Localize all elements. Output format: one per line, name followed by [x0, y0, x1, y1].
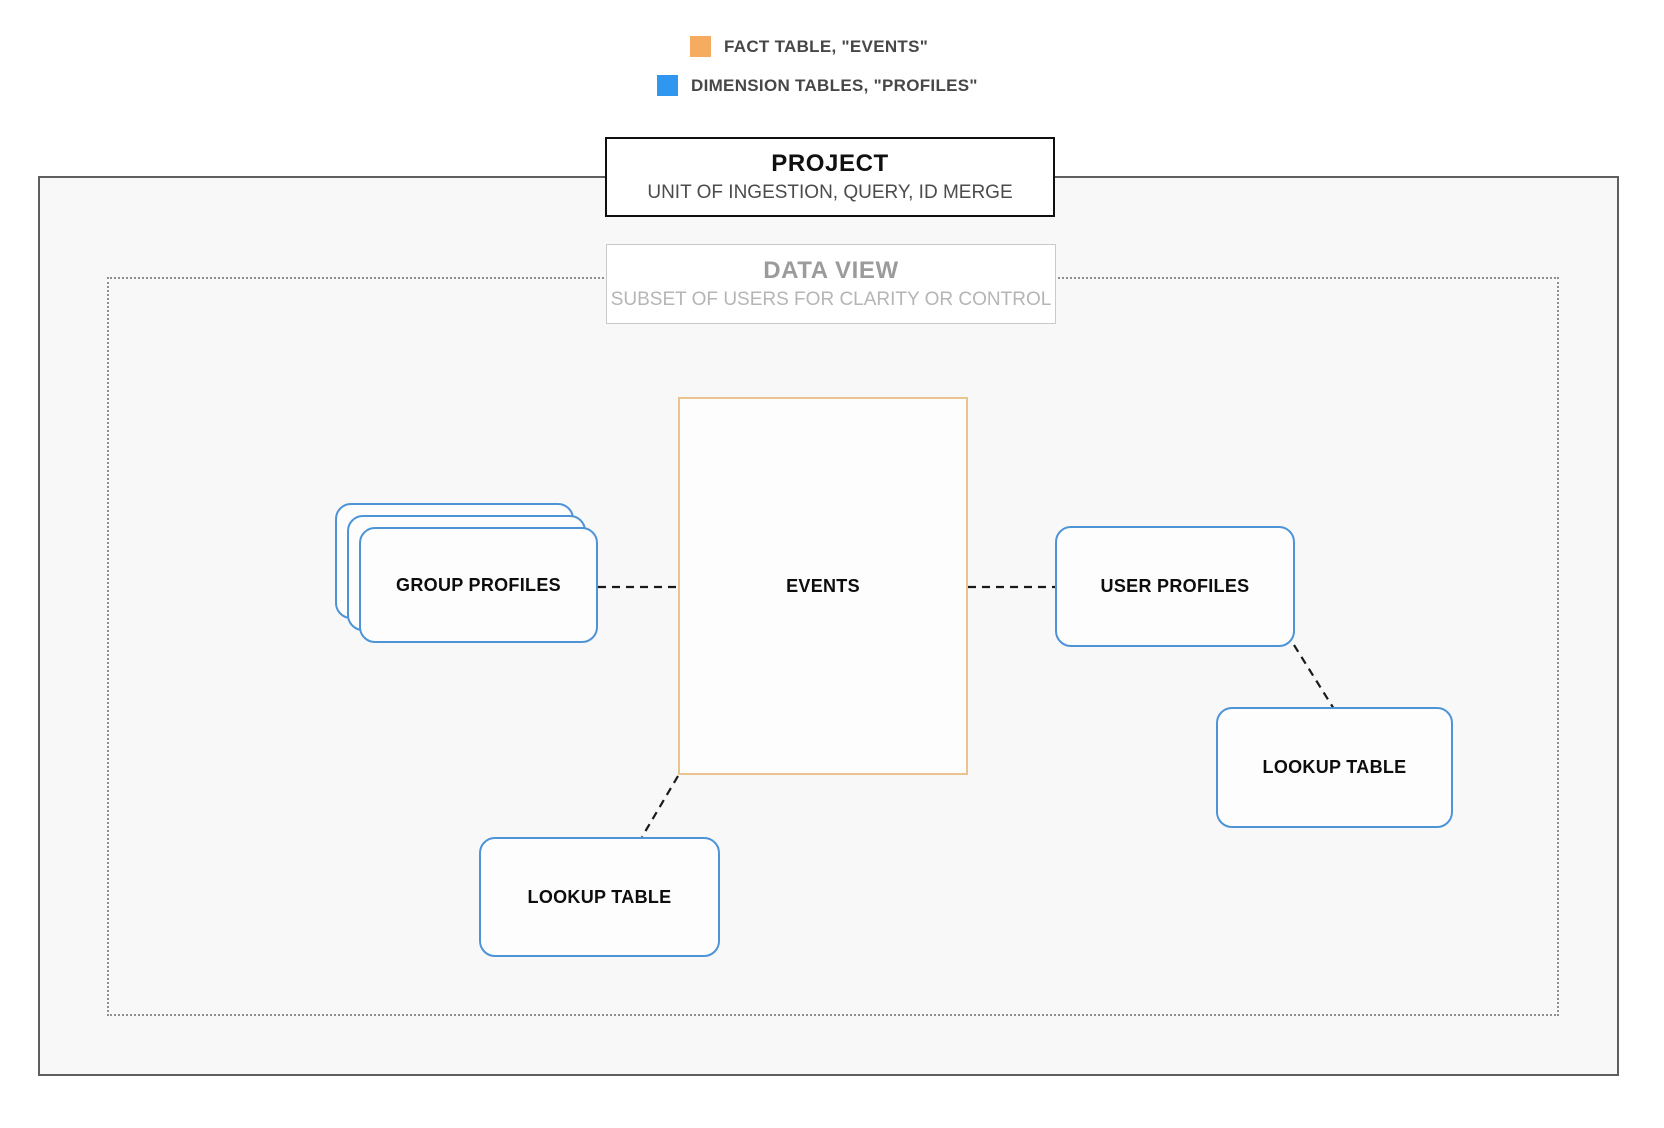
fact-table-swatch-icon [690, 36, 711, 57]
legend-label-fact-table: FACT TABLE, "EVENTS" [724, 36, 929, 56]
data-view-header-box: DATA VIEW SUBSET OF USERS FOR CLARITY OR… [606, 244, 1056, 324]
node-lookup-table-bottom-label: LOOKUP TABLE [527, 886, 672, 907]
node-events: EVENTS [678, 397, 968, 775]
legend-item-dimension-tables: DIMENSION TABLES, "PROFILES" [657, 75, 978, 96]
project-subtitle: UNIT OF INGESTION, QUERY, ID MERGE [647, 182, 1013, 203]
node-lookup-table-right: LOOKUP TABLE [1216, 707, 1453, 828]
node-events-label: EVENTS [786, 575, 860, 596]
data-view-title: DATA VIEW [763, 257, 899, 284]
dimension-tables-swatch-icon [657, 75, 678, 96]
node-lookup-table-right-label: LOOKUP TABLE [1262, 757, 1407, 777]
node-user-profiles-label: USER PROFILES [1100, 576, 1250, 596]
project-title: PROJECT [771, 150, 889, 177]
data-view-subtitle: SUBSET OF USERS FOR CLARITY OR CONTROL [610, 289, 1052, 310]
project-header-box: PROJECT UNIT OF INGESTION, QUERY, ID MER… [605, 137, 1055, 217]
connector-events-lookup-table [641, 775, 679, 838]
node-group-profiles: GROUP PROFILES [359, 527, 598, 643]
legend-label-dimension-tables: DIMENSION TABLES, "PROFILES" [691, 75, 978, 95]
node-user-profiles: USER PROFILES [1055, 526, 1295, 647]
node-group-profiles-label: GROUP PROFILES [396, 574, 561, 595]
legend-item-fact-table: FACT TABLE, "EVENTS" [690, 36, 928, 57]
node-lookup-table-bottom: LOOKUP TABLE [479, 837, 720, 957]
connector-user-profiles-lookup-table [1293, 644, 1335, 710]
